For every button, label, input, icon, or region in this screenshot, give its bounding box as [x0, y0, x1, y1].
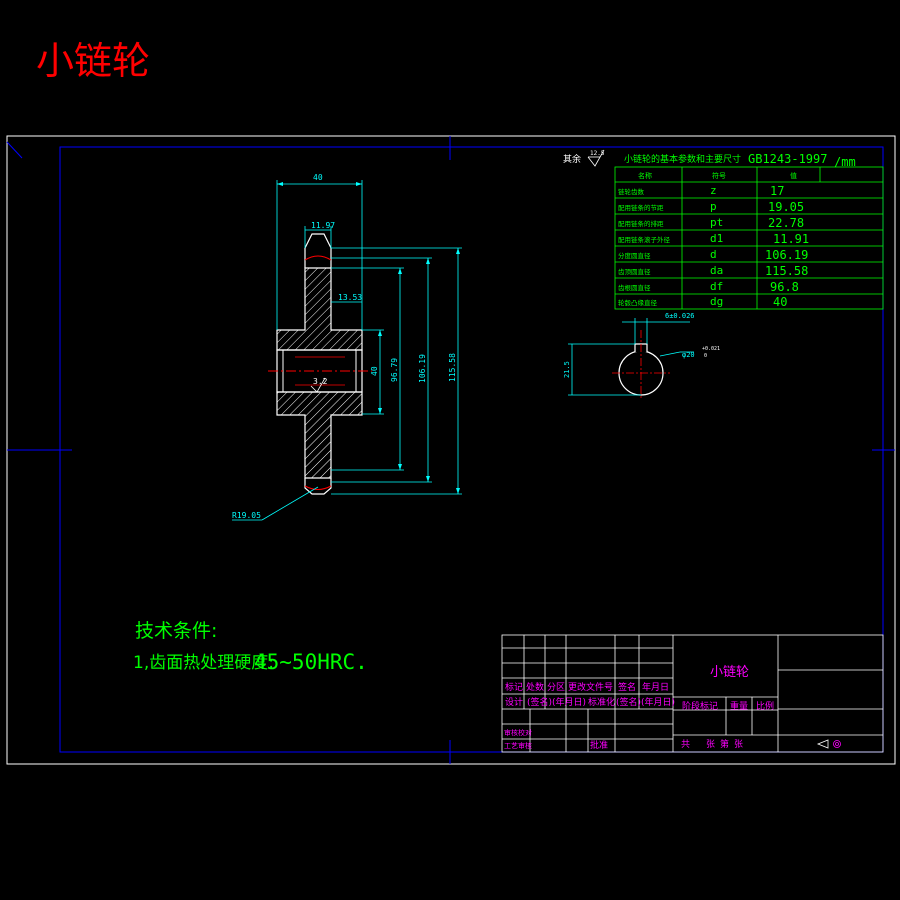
tb-row-label: 处数 — [526, 681, 544, 693]
tb-approve: 批准 — [590, 739, 608, 751]
dimension-arrows — [277, 182, 460, 494]
tb-row-label: 分区 — [547, 682, 565, 693]
dim-keyway-depth: 21.5 — [563, 361, 571, 378]
dim-radius: R19.05 — [232, 511, 261, 520]
bore-tol-lower: 0 — [704, 353, 707, 359]
param-row-name: 轮毂凸缘直径 — [618, 298, 658, 307]
tb-row-label: 标记 — [505, 681, 523, 693]
param-row-name: 配用链条的节距 — [618, 203, 664, 212]
param-row-value: 22.78 — [768, 216, 804, 230]
dim-tooth-width: 11.97 — [311, 221, 335, 230]
param-table-header-value: 值 — [790, 171, 797, 180]
dim-keyway-width: 6±0.026 — [665, 312, 695, 320]
param-table-header-symbol: 符号 — [712, 171, 726, 180]
surface-note: 其余 12.5 — [563, 149, 605, 167]
tech-req-title: 技术条件: — [135, 620, 217, 642]
dim-tip-dia: 115.58 — [448, 353, 457, 382]
tb-design-sign: (签名) — [527, 696, 552, 708]
param-row-name: 齿顶圆直径 — [618, 267, 651, 276]
title-block-part-name: 小链轮 — [710, 665, 749, 680]
tb-page: 第 — [720, 738, 729, 750]
tb-row-label: 更改文件号 — [568, 681, 613, 693]
param-row-symbol: d — [710, 248, 717, 261]
param-row-symbol: p — [710, 200, 717, 213]
bore-tol-upper: +0.021 — [702, 346, 720, 352]
tech-requirements: 技术条件: 1,齿面热处理硬度: 45~50HRC. — [133, 620, 368, 674]
param-row-symbol: z — [710, 184, 717, 197]
param-table-title: 小链轮的基本参数和主要尺寸 — [624, 153, 741, 165]
param-row-value: 96.8 — [770, 280, 799, 294]
tb-std-date: (年月日) — [641, 696, 675, 708]
keyway-view: 6±0.026 21.5 φ20 +0.021 0 — [563, 312, 720, 400]
tech-req-item1-value: 45~50HRC. — [254, 650, 368, 674]
dim-width: 40 — [313, 173, 323, 182]
dim-pitch-dia: 106.19 — [418, 354, 427, 383]
lower-section-hatch — [276, 391, 363, 479]
tb-stage: 阶段标记 — [682, 700, 718, 712]
param-row-name: 配用链条的排距 — [618, 219, 664, 228]
tb-weight: 重量 — [730, 700, 748, 712]
tb-process: 工艺审核 — [504, 741, 532, 750]
sprocket-section: 3.2 — [268, 233, 372, 495]
tb-sheet-unit: 张 — [706, 739, 715, 750]
param-row-symbol: da — [710, 264, 723, 277]
tech-req-item1-prefix: 1,齿面热处理硬度: — [133, 653, 274, 673]
dimension-texts: 40 11.97 13.53 40 96.79 106.19 115.58 R1… — [232, 173, 457, 520]
tb-row-label: 年月日 — [642, 681, 669, 693]
dim-root-dia: 96.79 — [390, 358, 399, 382]
param-row-value: 17 — [770, 184, 784, 198]
dim-bore: 40 — [370, 366, 379, 376]
title-block: 小链轮 标记 处数 分区 更改文件号 签名 年月日 设计 (签名) (年月日) … — [501, 634, 884, 753]
param-table: 小链轮的基本参数和主要尺寸 GB1243-1997 /mm 名称 符号 值 链轮… — [614, 152, 884, 310]
centering-marks — [6, 136, 895, 764]
tb-sheets: 共 — [681, 739, 690, 750]
param-row-value: 40 — [773, 295, 787, 309]
param-row-value: 11.91 — [773, 232, 809, 246]
surface-note-label: 其余 — [563, 153, 581, 165]
tb-std-sign: (签名) — [616, 696, 641, 708]
param-table-standard: GB1243-1997 — [748, 152, 827, 166]
param-row-name: 链轮齿数 — [618, 187, 645, 196]
param-row-name: 分度圆直径 — [618, 251, 651, 260]
param-row-name: 齿根圆直径 — [618, 283, 651, 292]
dimension-lines — [232, 180, 462, 521]
surface-note-value: 12.5 — [590, 150, 605, 157]
param-row-symbol: pt — [710, 216, 723, 229]
param-row-symbol: dg — [710, 295, 723, 308]
param-row-name: 配用链条滚子外径 — [618, 235, 671, 244]
page-title: 小链轮 — [36, 39, 150, 83]
param-table-header-name: 名称 — [638, 171, 652, 180]
dim-bore-dia: φ20 — [682, 351, 695, 359]
tb-scale: 比例 — [756, 700, 774, 712]
tb-design-date: (年月日) — [552, 696, 586, 708]
bore-roughness: 3.2 — [313, 377, 328, 386]
tb-standardization: 标准化 — [588, 696, 615, 708]
tb-row-label: 签名 — [618, 681, 636, 693]
param-table-unit: /mm — [834, 155, 856, 169]
projection-symbol-icon — [816, 739, 841, 749]
param-row-value: 19.05 — [768, 200, 804, 214]
tb-design-label: 设计 — [505, 696, 523, 708]
param-row-value: 106.19 — [765, 248, 808, 262]
tb-review: 审核校对 — [504, 728, 532, 737]
param-row-symbol: d1 — [710, 232, 723, 245]
upper-section-hatch — [276, 267, 363, 351]
param-row-symbol: df — [710, 280, 723, 293]
param-row-value: 115.58 — [765, 264, 808, 278]
dim-hub-step: 13.53 — [338, 293, 362, 302]
tb-page-unit: 张 — [734, 739, 743, 750]
